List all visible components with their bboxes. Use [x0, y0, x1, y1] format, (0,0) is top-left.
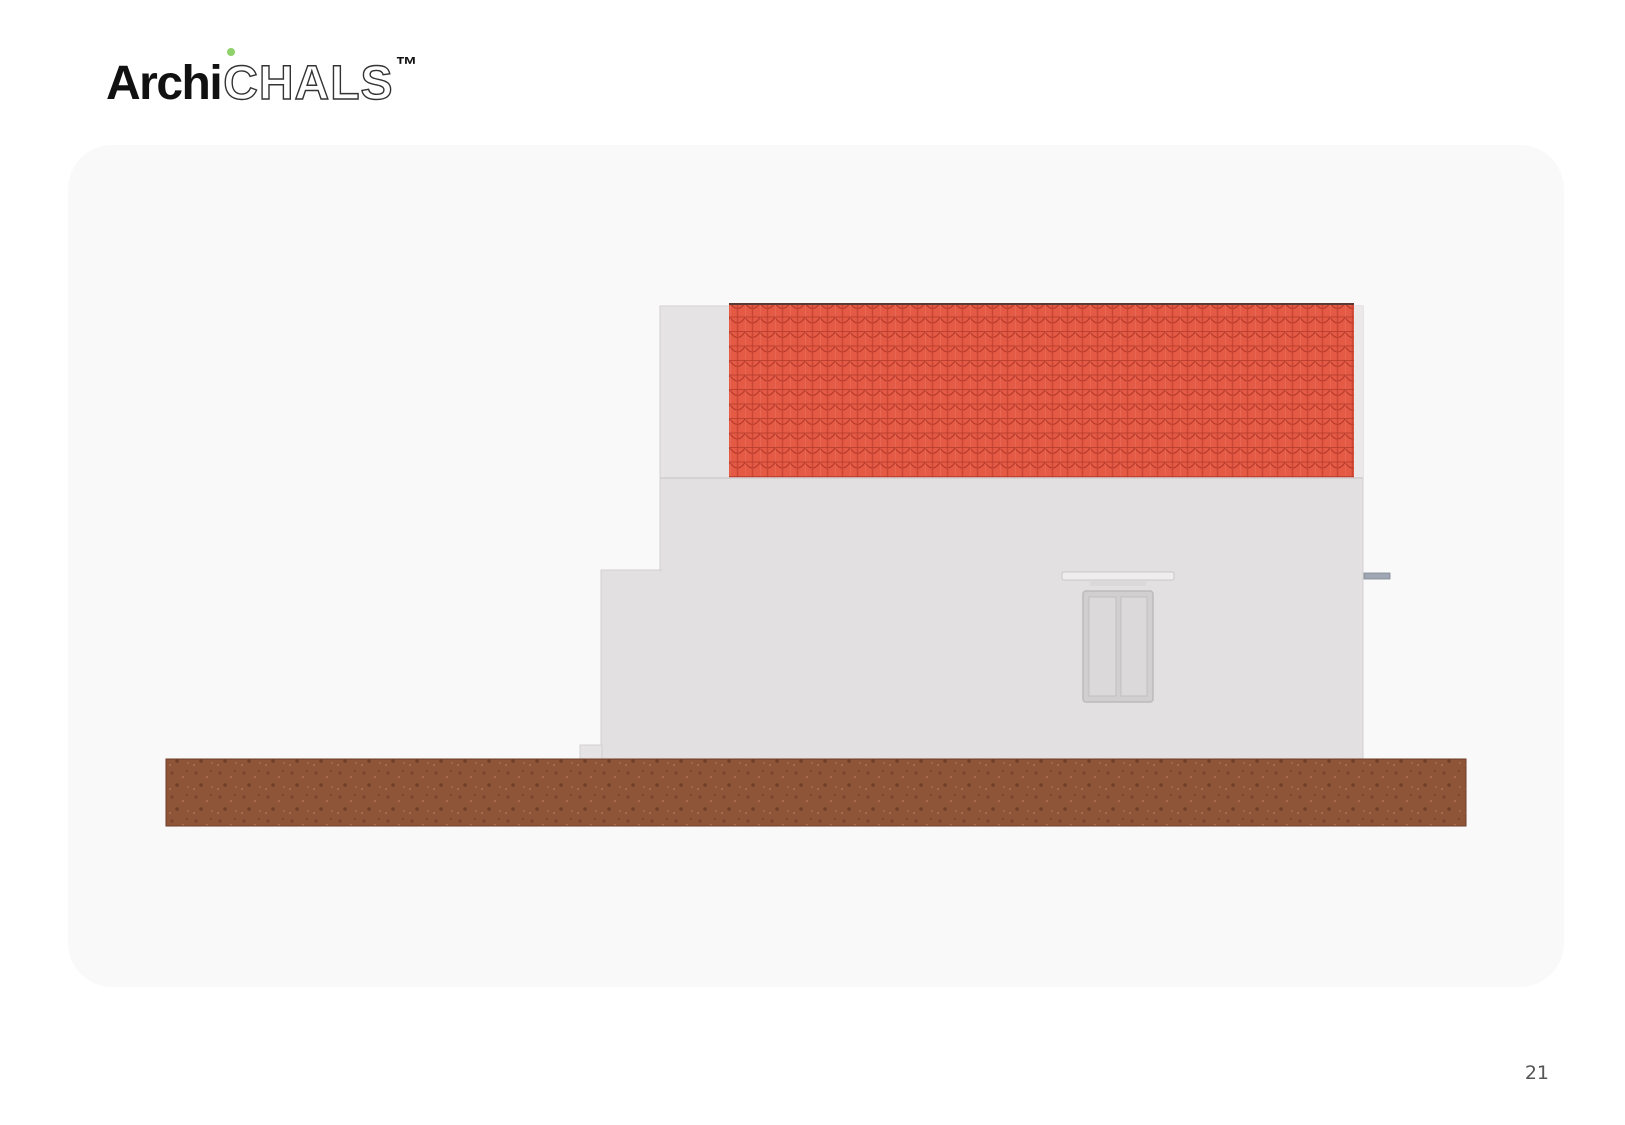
roof-tiles: [729, 303, 1354, 478]
base-step: [579, 744, 603, 760]
main-wall: [659, 477, 1364, 760]
page-number: 21: [1524, 1062, 1549, 1084]
logo-text-archi: Archi: [106, 57, 223, 110]
logo-accent-dot: [227, 48, 235, 56]
ground-strip: [166, 759, 1466, 826]
lower-wall-step: [600, 569, 662, 760]
brand-logo: Archi CHALS ™: [106, 48, 418, 108]
logo-text-chals: CHALS: [223, 57, 394, 110]
window-pane-left: [1088, 596, 1117, 697]
window-canopy: [1061, 571, 1175, 581]
pipe-stub: [1363, 572, 1391, 580]
window-pane-right: [1120, 596, 1148, 697]
logo-trademark: ™: [395, 52, 418, 77]
